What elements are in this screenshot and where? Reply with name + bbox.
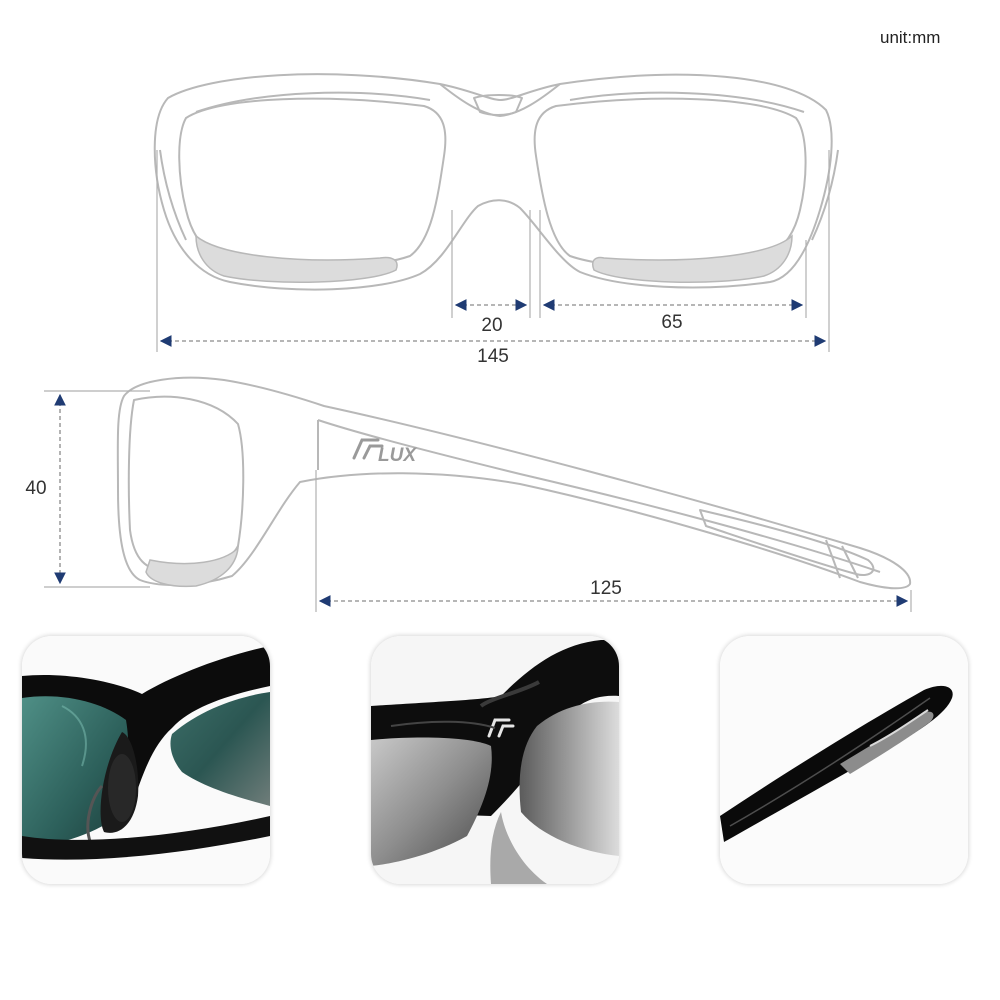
nose-pad-detail xyxy=(22,636,270,884)
unit-label: unit:mm xyxy=(880,28,941,47)
hinge-f-logo-icon xyxy=(487,718,515,738)
right-lower-rim xyxy=(592,234,793,283)
side-lower-rim xyxy=(145,545,239,588)
total-width-dimension-label: 145 xyxy=(477,346,509,367)
side-view-frame xyxy=(116,376,912,590)
temple-tip-detail xyxy=(720,636,968,884)
lens-height-dimension-label: 40 xyxy=(25,478,47,499)
hinge-logo-detail xyxy=(371,636,619,884)
left-lower-rim xyxy=(195,234,398,283)
flux-f-logo-icon xyxy=(352,438,384,460)
bridge-dimension-label: 20 xyxy=(481,315,503,336)
technical-drawing: LUX xyxy=(44,73,912,612)
lens-width-dimension-label: 65 xyxy=(661,312,683,333)
temple-length-dimension-label: 125 xyxy=(590,578,622,599)
brand-text: LUX xyxy=(378,445,417,466)
